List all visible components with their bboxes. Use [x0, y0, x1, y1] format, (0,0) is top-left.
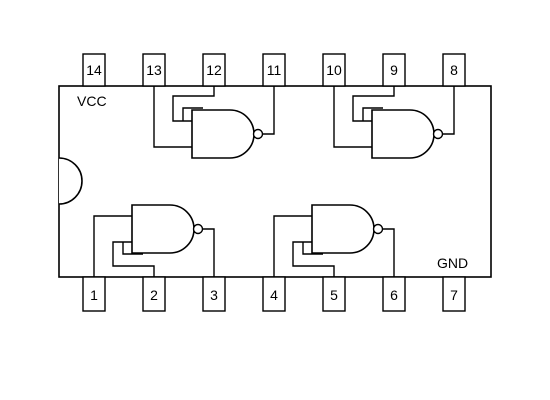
nand-gate-c [93, 204, 215, 277]
vcc-label: VCC [77, 93, 107, 109]
pin-number: 10 [326, 62, 342, 78]
pin-number: 1 [90, 287, 98, 303]
pin-2: 2 [142, 276, 166, 312]
pin-14: 14 [82, 53, 106, 87]
pin-13: 13 [142, 53, 166, 87]
pin-12: 12 [202, 53, 226, 87]
nand-gate-d [273, 204, 395, 277]
pin-number: 2 [150, 287, 158, 303]
wire-pin4-to-gate-d [273, 215, 312, 277]
bottom-pin-row: 1 2 3 4 5 6 7 [82, 276, 466, 312]
nand-body-a [191, 109, 255, 159]
pin-number: 6 [390, 287, 398, 303]
inverter-bubble-c [192, 223, 204, 235]
pin-1: 1 [82, 276, 106, 312]
wire-gate-a-to-pin11 [262, 86, 275, 135]
pin-number: 14 [86, 62, 102, 78]
wire-pin12-inner-branch [182, 107, 203, 121]
wire-gate-c-to-pin3 [202, 228, 215, 277]
inverter-bubble-d [372, 223, 384, 235]
pin-11: 11 [262, 53, 286, 87]
wire-pin2-to-gate-c [112, 241, 155, 277]
nand-body-c [131, 204, 195, 254]
pin-number: 8 [450, 62, 458, 78]
pin-number: 13 [146, 62, 162, 78]
pin-8: 8 [442, 53, 466, 87]
nand-body-d [311, 204, 375, 254]
pin-5: 5 [322, 276, 346, 312]
wire-gate-b-to-pin8 [442, 86, 455, 135]
pin-number: 11 [267, 62, 282, 78]
pin-number: 9 [390, 62, 398, 78]
pin-number: 12 [206, 62, 222, 78]
wire-pin5-to-gate-d [292, 241, 335, 277]
pin-6: 6 [382, 276, 406, 312]
wire-pin5-inner-branch [302, 242, 323, 255]
pin-number: 3 [210, 287, 218, 303]
orientation-notch [58, 157, 83, 205]
pin-number: 5 [330, 287, 338, 303]
pin-9: 9 [382, 53, 406, 87]
nand-body-b [371, 109, 435, 159]
pin-4: 4 [262, 276, 286, 312]
inverter-bubble-a [252, 128, 264, 140]
top-pin-row: 14 13 12 11 10 9 8 [82, 53, 466, 87]
wire-gate-d-to-pin6 [382, 228, 395, 277]
wire-pin9-to-gate-b [352, 86, 395, 122]
inverter-bubble-b [432, 128, 444, 140]
nand-gate-a [153, 86, 275, 159]
wire-pin12-to-gate-a [172, 86, 215, 122]
wire-pin13-to-gate-a [153, 86, 192, 148]
pin-number: 4 [270, 287, 278, 303]
pin-number: 7 [450, 287, 458, 303]
wire-pin1-to-gate-c [93, 215, 132, 277]
wire-pin10-to-gate-b [333, 86, 372, 148]
wire-pin2-inner-branch [122, 242, 143, 255]
nand-gate-b [333, 86, 455, 159]
wire-pin9-inner-branch [362, 107, 383, 121]
pin-3: 3 [202, 276, 226, 312]
pin-10: 10 [322, 53, 346, 87]
gnd-label: GND [437, 255, 468, 271]
chip-body [58, 85, 492, 278]
pin-7: 7 [442, 276, 466, 312]
